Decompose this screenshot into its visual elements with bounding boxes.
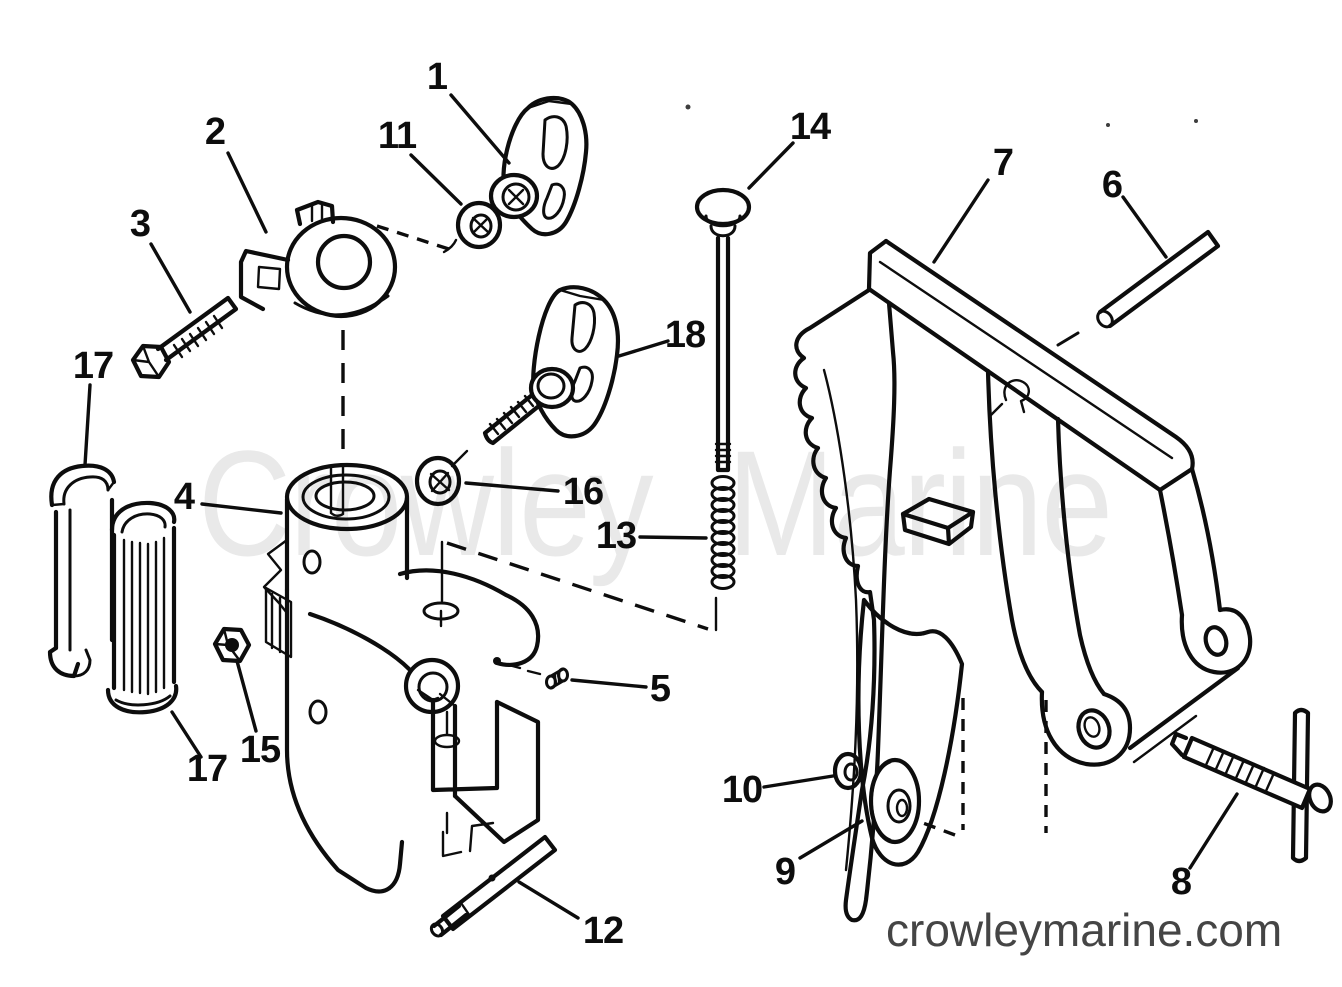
leader-line-3 — [149, 242, 192, 314]
leader-line-18 — [617, 339, 670, 358]
part-3-clamp-bolt — [130, 295, 239, 380]
part-10-washer — [832, 751, 864, 791]
part-8-transom-clamp-screw — [1169, 707, 1333, 864]
leader-line-6 — [1121, 195, 1168, 259]
part-9-thrust-washer — [868, 757, 922, 845]
scan-specks — [685, 104, 1198, 127]
part-1-clamp-screw-knob — [488, 96, 589, 237]
part-15-hex-nut — [212, 626, 252, 664]
part-17-rubber-mount-left — [47, 463, 117, 679]
part-2-swivel-clamp — [238, 199, 398, 319]
part-5-set-screw — [493, 657, 569, 690]
leader-line-15 — [235, 659, 258, 733]
callout-leader-lines — [83, 93, 1239, 920]
leader-line-16 — [464, 481, 560, 493]
part-16-washer — [414, 449, 469, 507]
leader-line-4 — [200, 502, 283, 515]
leader-line-13 — [638, 535, 708, 540]
assembly-dashes-clamp — [341, 224, 458, 458]
leader-line-5 — [570, 678, 648, 689]
part-18-clamp-screw-knob — [482, 285, 621, 446]
leader-line-1 — [449, 93, 511, 165]
leader-line-14 — [747, 141, 795, 190]
assembly-dashes-spring — [446, 541, 709, 631]
leader-line-10 — [762, 774, 835, 789]
leader-line-8 — [1188, 792, 1239, 870]
part-11-washer — [455, 200, 503, 250]
part-17-rubber-mount-right — [105, 500, 179, 715]
leader-line-12 — [517, 880, 580, 920]
assembly-dashes-washers — [914, 698, 1048, 837]
part-13-spring — [710, 475, 736, 632]
leader-line-11 — [409, 153, 463, 206]
part-14-reverse-lock-rod — [694, 187, 752, 473]
part-7-stern-bracket — [793, 238, 1253, 923]
part-4-swivel-bracket — [262, 462, 541, 894]
leader-line-2 — [226, 151, 268, 234]
leader-line-17 — [170, 710, 203, 759]
part-12-pivot-shaft — [429, 821, 558, 938]
leader-line-9 — [798, 819, 864, 860]
leader-line-17 — [83, 383, 92, 467]
watermark-text: Crowley Marine — [198, 419, 1113, 587]
leader-line-7 — [932, 178, 990, 264]
part-6-pivot-pin — [1056, 229, 1221, 347]
website-text: crowleymarine.com — [886, 904, 1283, 956]
